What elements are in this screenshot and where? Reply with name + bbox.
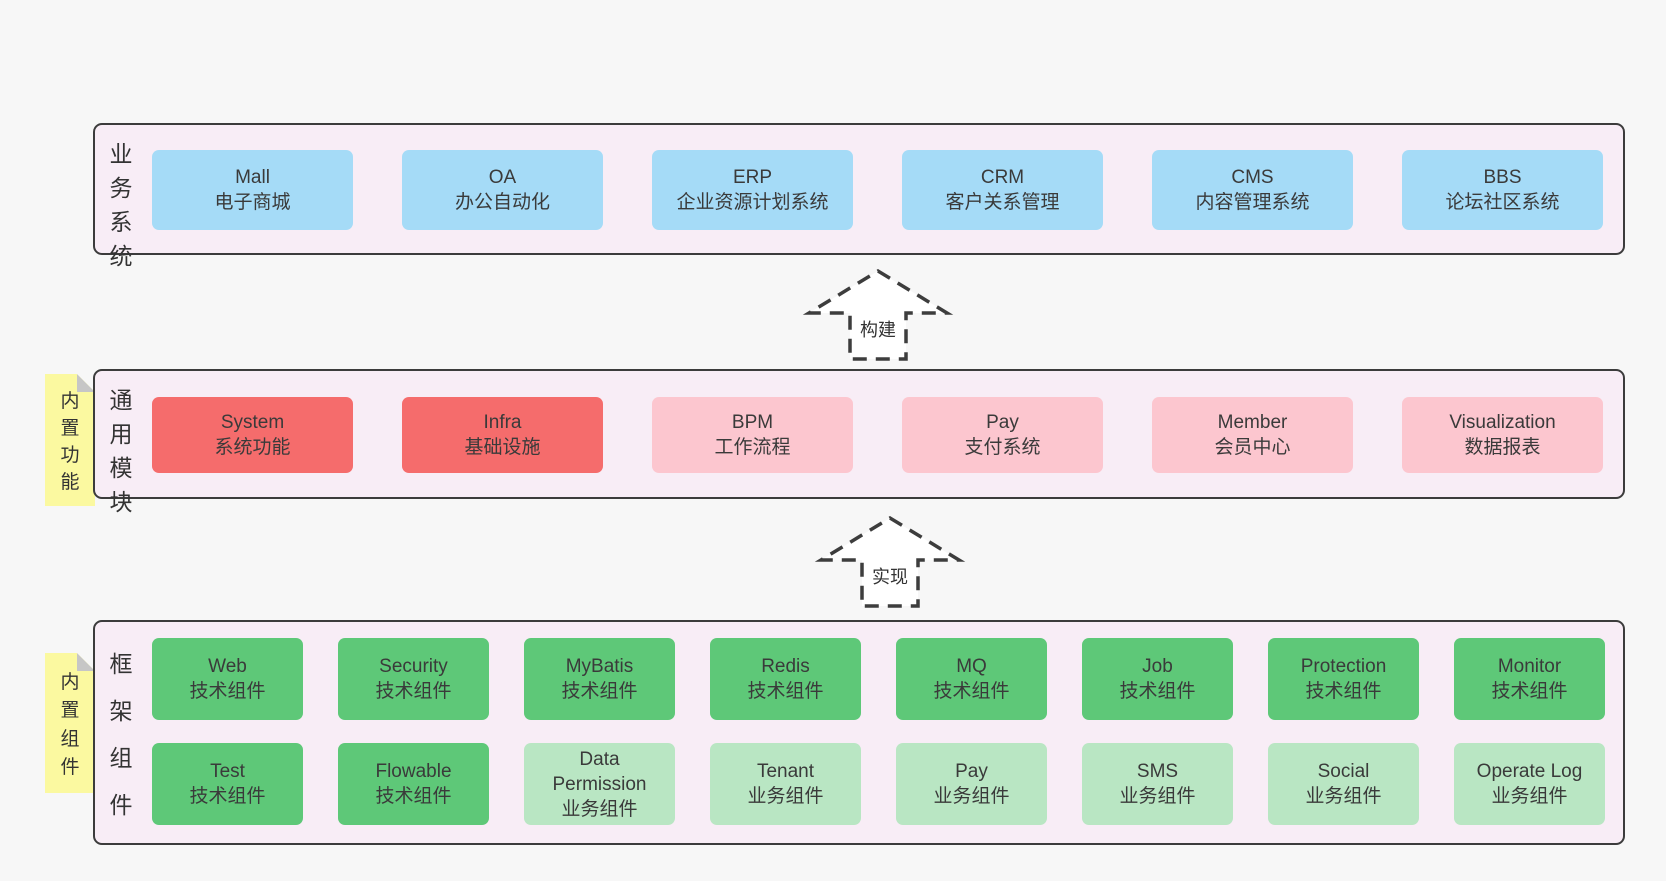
box-job: Job 技术组件 [1082,638,1233,720]
components-box-row-2: Test 技术组件 Flowable 技术组件 Data Permission … [152,743,1605,825]
panel-title-framework-components: 框架组件 [109,651,133,818]
box-mall: Mall 电子商城 [152,150,353,230]
build-arrow-icon: 构建 [798,268,958,364]
panel-framework-components: 框架组件 Web 技术组件 Security 技术组件 MyBatis 技术组件… [93,620,1625,845]
box-oa: OA 办公自动化 [402,150,603,230]
box-mq: MQ 技术组件 [896,638,1047,720]
modules-box-row: System 系统功能 Infra 基础设施 BPM 工作流程 Pay 支付系统… [152,397,1603,473]
sticky-label: 内置组件 [60,671,80,779]
implement-arrow-label: 实现 [870,566,910,588]
box-security: Security 技术组件 [338,638,489,720]
box-sms: SMS 业务组件 [1082,743,1233,825]
panel-business-systems: 业务系统 Mall 电子商城 OA 办公自动化 ERP 企业资源计划系统 CRM… [93,123,1625,269]
implement-arrow-icon: 实现 [810,515,970,611]
box-protection: Protection 技术组件 [1268,638,1419,720]
sticky-note-built-in-components: 内置组件 [45,653,95,793]
box-visualization: Visualization 数据报表 [1402,397,1603,473]
box-system: System 系统功能 [152,397,353,473]
box-member: Member 会员中心 [1152,397,1353,473]
build-arrow-label: 构建 [858,319,898,341]
box-social: Social 业务组件 [1268,743,1419,825]
box-pay-component: Pay 业务组件 [896,743,1047,825]
panel-title-common-modules: 通用模块 [109,387,133,515]
business-box-row: Mall 电子商城 OA 办公自动化 ERP 企业资源计划系统 CRM 客户关系… [152,150,1603,230]
box-cms: CMS 内容管理系统 [1152,150,1353,230]
panel-title-business-systems: 业务系统 [109,141,133,269]
box-monitor: Monitor 技术组件 [1454,638,1605,720]
box-erp: ERP 企业资源计划系统 [652,150,853,230]
box-redis: Redis 技术组件 [710,638,861,720]
box-test: Test 技术组件 [152,743,303,825]
box-data-permission: Data Permission 业务组件 [524,743,675,825]
panel-common-modules: 通用模块 System 系统功能 Infra 基础设施 BPM 工作流程 Pay… [93,369,1625,515]
sticky-note-built-in-features: 内置功能 [45,374,95,506]
box-mybatis: MyBatis 技术组件 [524,638,675,720]
box-bpm: BPM 工作流程 [652,397,853,473]
box-operate-log: Operate Log 业务组件 [1454,743,1605,825]
box-pay-system: Pay 支付系统 [902,397,1103,473]
box-infra: Infra 基础设施 [402,397,603,473]
sticky-label: 内置功能 [60,391,80,493]
box-tenant: Tenant 业务组件 [710,743,861,825]
box-flowable: Flowable 技术组件 [338,743,489,825]
box-web: Web 技术组件 [152,638,303,720]
box-crm: CRM 客户关系管理 [902,150,1103,230]
box-bbs: BBS 论坛社区系统 [1402,150,1603,230]
components-box-row-1: Web 技术组件 Security 技术组件 MyBatis 技术组件 Redi… [152,638,1605,720]
